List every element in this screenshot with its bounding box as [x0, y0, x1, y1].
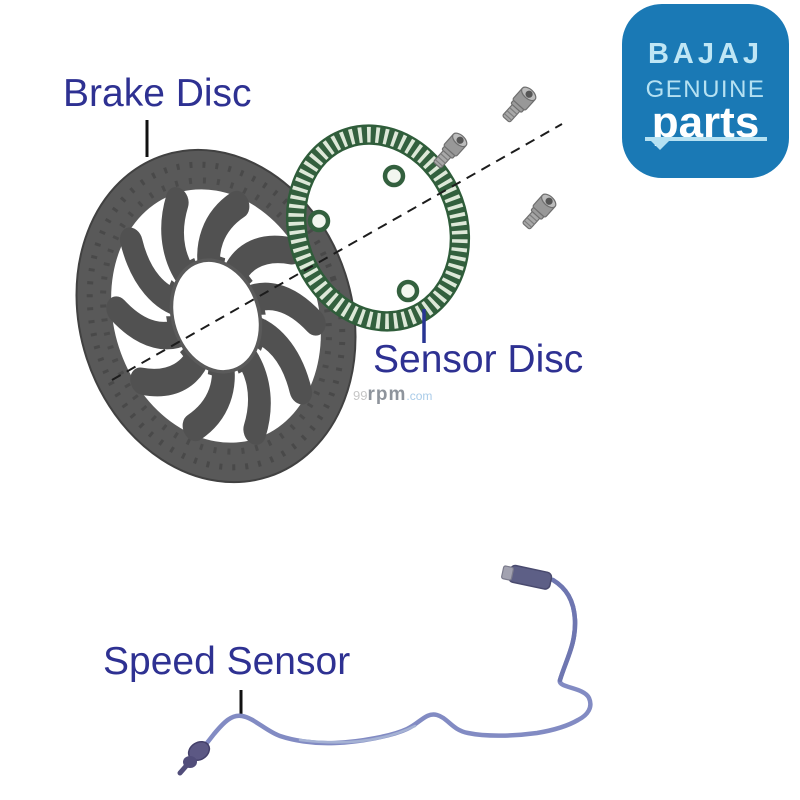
sensor-disc-illustration — [285, 124, 471, 332]
sensor-head — [177, 740, 211, 776]
assembly-axis-dashed-line — [111, 123, 563, 381]
watermark-prefix: 99 — [353, 388, 368, 403]
bajaj-genuine-parts-logo: BAJAJ GENUINE parts — [622, 4, 789, 178]
mount-hole — [307, 209, 331, 233]
watermark-name: rpm — [367, 384, 407, 405]
brake-disc-illustration — [75, 148, 357, 484]
sensor-disc-label: Sensor Disc — [373, 338, 584, 381]
speed-sensor-cable-illustration — [177, 564, 593, 776]
logo-brand-text: BAJAJ — [647, 38, 764, 70]
watermark: 99rpm.com — [353, 385, 432, 404]
logo-genuine-text: GENUINE — [645, 76, 766, 103]
mount-hole — [382, 164, 406, 188]
brake-disc-label: Brake Disc — [63, 72, 252, 115]
logo-underline — [644, 137, 767, 150]
logo-down-arrow-icon — [650, 141, 669, 150]
mount-hole — [396, 279, 420, 303]
speed-sensor-label: Speed Sensor — [103, 640, 351, 683]
watermark-suffix: .com — [406, 389, 433, 403]
cable-connector — [501, 564, 553, 590]
